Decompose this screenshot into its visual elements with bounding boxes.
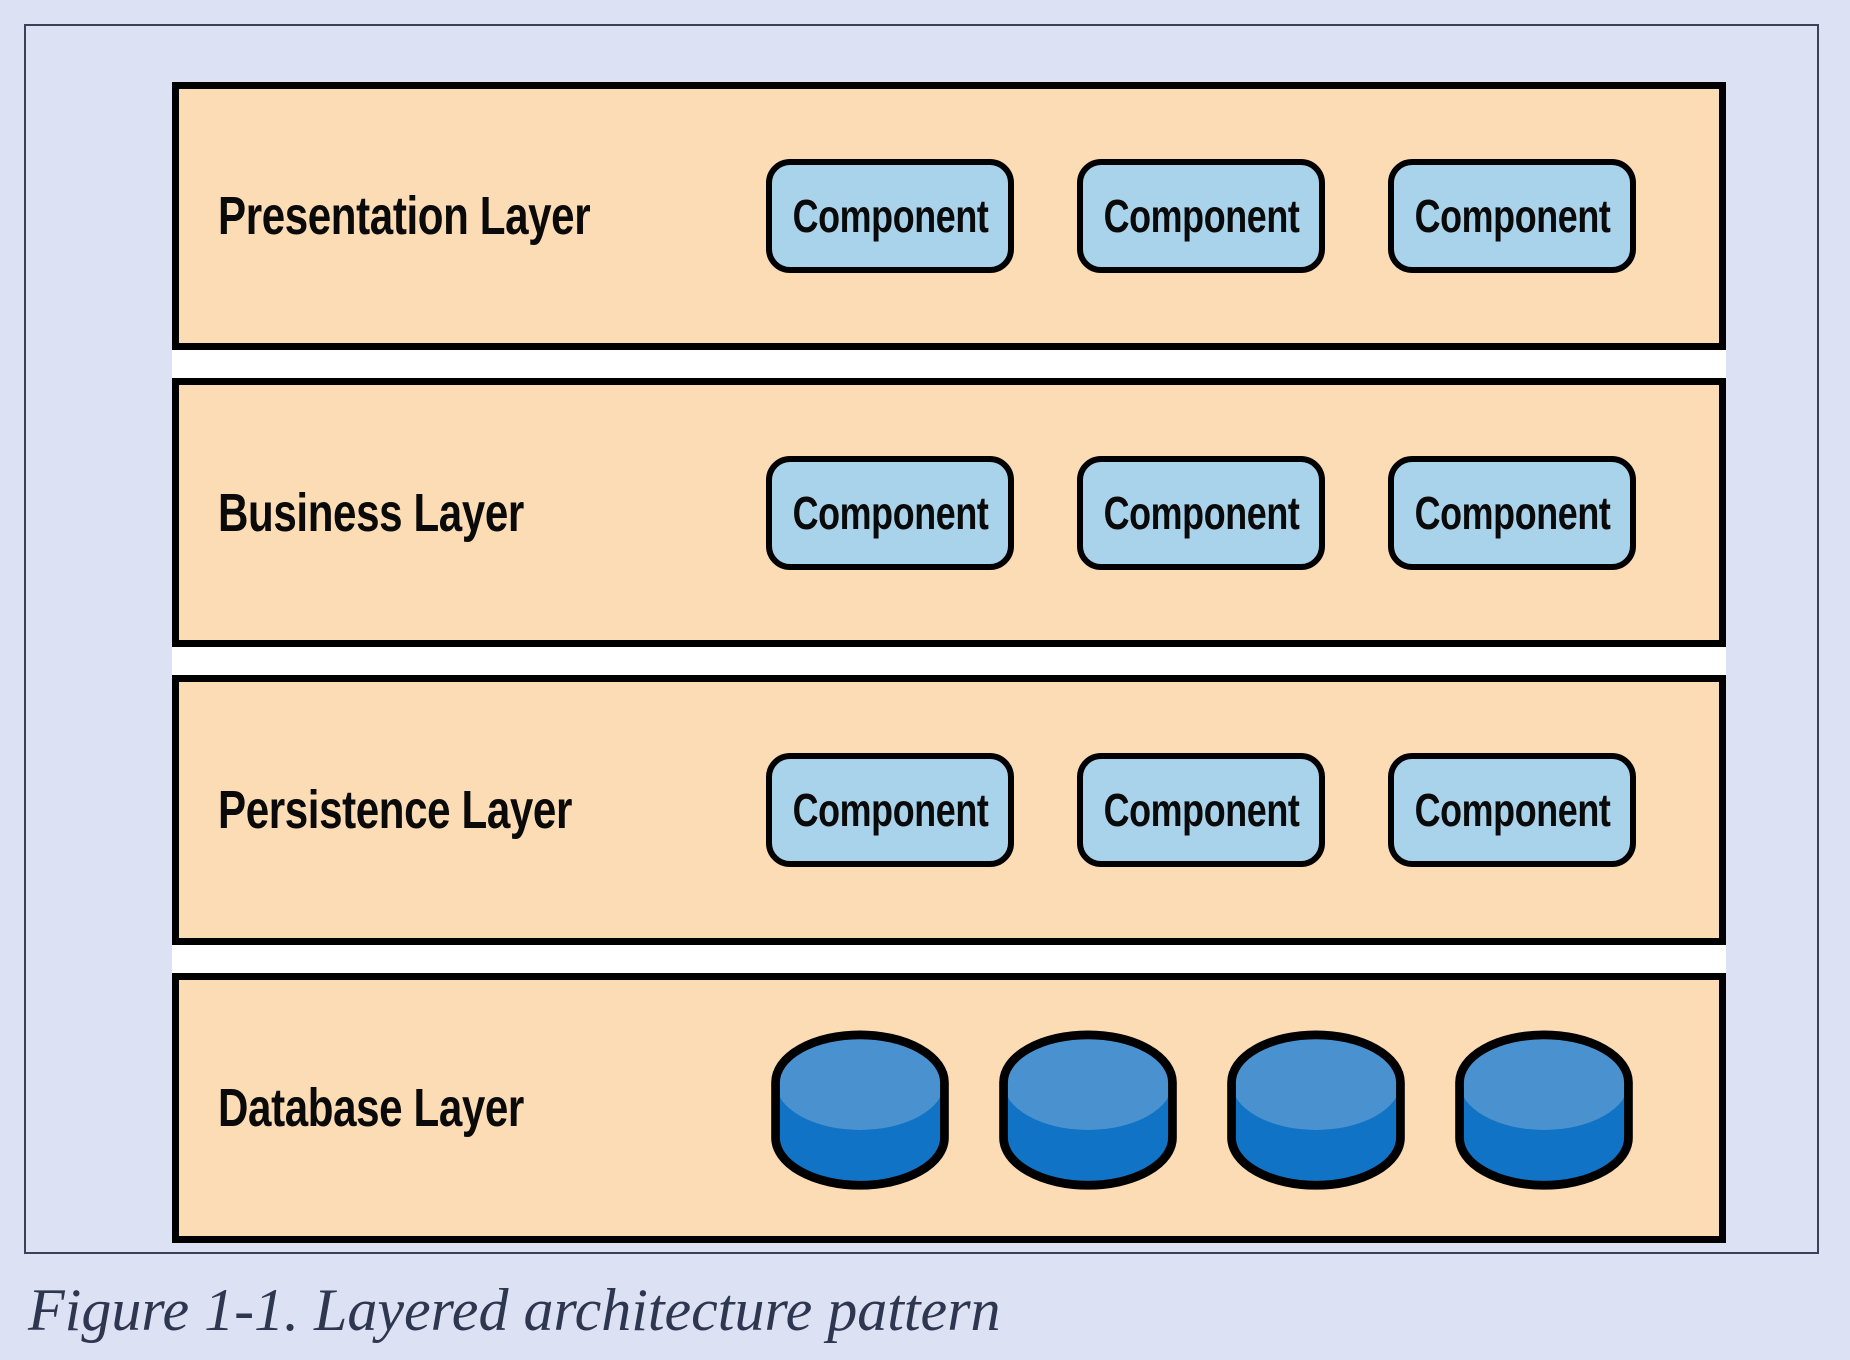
layer-label: Database Layer <box>179 1077 610 1139</box>
layer-label-text: Persistence Layer <box>218 780 572 840</box>
layer-business: Business Layer Component Component Compo… <box>172 378 1726 647</box>
component-row: Component Component Component <box>766 159 1636 273</box>
component-label: Component <box>792 190 988 242</box>
database-cylinder-icon <box>1227 1030 1405 1190</box>
figure-panel: Presentation Layer Component Component C… <box>24 24 1819 1254</box>
component-label: Component <box>792 784 988 836</box>
component-box: Component <box>1077 455 1325 570</box>
component-box: Component <box>1077 159 1325 273</box>
layer-label-text: Database Layer <box>218 1078 524 1138</box>
component-label: Component <box>1414 486 1610 539</box>
layer-persistence: Persistence Layer Component Component Co… <box>172 675 1726 945</box>
component-label: Component <box>1414 784 1610 836</box>
layer-database: Database Layer <box>172 973 1726 1243</box>
component-row: Component Component Component <box>766 455 1636 570</box>
component-label: Component <box>1103 784 1299 836</box>
figure-caption: Figure 1-1. Layered architecture pattern <box>28 1277 1001 1343</box>
component-box: Component <box>1388 159 1636 273</box>
component-row: Component Component Component <box>766 753 1636 867</box>
layer-label-text: Presentation Layer <box>218 186 591 246</box>
component-box: Component <box>766 753 1014 867</box>
component-box: Component <box>766 455 1014 570</box>
layer-label-text: Business Layer <box>218 482 524 543</box>
layer-label: Persistence Layer <box>179 779 672 841</box>
component-box: Component <box>1388 753 1636 867</box>
component-label: Component <box>1103 486 1299 539</box>
component-label: Component <box>1414 190 1610 242</box>
component-box: Component <box>1077 753 1325 867</box>
layer-presentation: Presentation Layer Component Component C… <box>172 82 1726 350</box>
component-box: Component <box>766 159 1014 273</box>
layer-label: Business Layer <box>179 482 610 544</box>
cylinder-row <box>767 1029 1637 1194</box>
component-label: Component <box>792 486 988 539</box>
database-cylinder-icon <box>771 1030 949 1190</box>
component-label: Component <box>1103 190 1299 242</box>
database-cylinder-icon <box>1455 1030 1633 1190</box>
layer-label: Presentation Layer <box>179 185 695 247</box>
layer-stack: Presentation Layer Component Component C… <box>172 82 1726 1243</box>
component-box: Component <box>1388 455 1636 570</box>
database-cylinder-icon <box>999 1030 1177 1190</box>
